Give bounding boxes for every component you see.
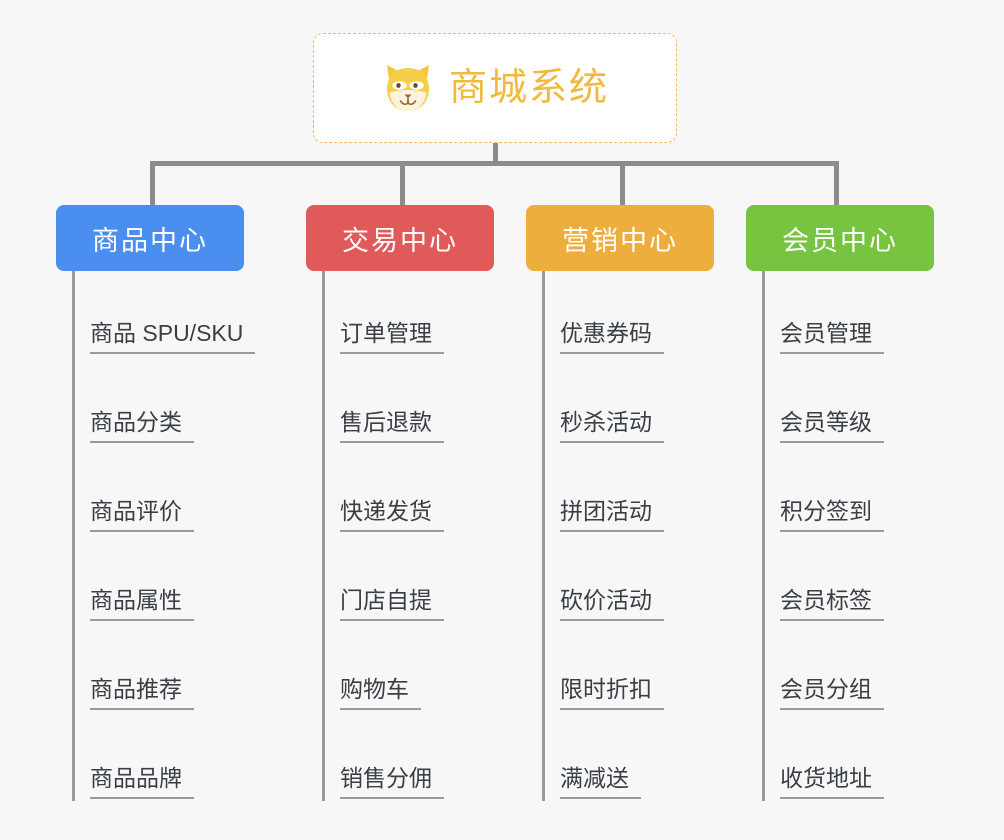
- item-label: 拼团活动: [560, 498, 664, 532]
- branch-column-product-center: 商品中心 商品 SPU/SKU 商品分类 商品评价 商品属性 商品推荐 商品品牌: [56, 205, 306, 805]
- item-label: 收货地址: [780, 765, 884, 799]
- item-label: 订单管理: [340, 320, 444, 354]
- list-item[interactable]: 售后退款: [306, 360, 526, 449]
- item-label: 购物车: [340, 676, 421, 710]
- list-item[interactable]: 商品分类: [56, 360, 306, 449]
- list-item[interactable]: 砍价活动: [526, 538, 746, 627]
- connector-drop-1: [150, 161, 155, 208]
- item-list-marketing-center: 优惠券码 秒杀活动 拼团活动 砍价活动 限时折扣 满减送: [526, 271, 746, 805]
- shiba-dog-icon: [381, 61, 435, 115]
- category-label: 交易中心: [342, 225, 458, 256]
- list-item[interactable]: 购物车: [306, 627, 526, 716]
- item-label: 会员分组: [780, 676, 884, 710]
- category-label: 会员中心: [782, 225, 898, 256]
- item-label: 会员标签: [780, 587, 884, 621]
- item-list-member-center: 会员管理 会员等级 积分签到 会员标签 会员分组 收货地址: [746, 271, 966, 805]
- branch-column-trade-center: 交易中心 订单管理 售后退款 快递发货 门店自提 购物车 销售分佣: [306, 205, 526, 805]
- item-label: 优惠券码: [560, 320, 664, 354]
- list-item[interactable]: 秒杀活动: [526, 360, 746, 449]
- item-label: 快递发货: [340, 498, 444, 532]
- item-label: 售后退款: [340, 409, 444, 443]
- list-item[interactable]: 收货地址: [746, 716, 966, 805]
- branch-column-member-center: 会员中心 会员管理 会员等级 积分签到 会员标签 会员分组 收货地址: [746, 205, 966, 805]
- list-item[interactable]: 限时折扣: [526, 627, 746, 716]
- category-label: 商品中心: [92, 225, 208, 256]
- list-item[interactable]: 会员管理: [746, 271, 966, 360]
- item-label: 商品 SPU/SKU: [90, 320, 256, 354]
- item-list-trade-center: 订单管理 售后退款 快递发货 门店自提 购物车 销售分佣: [306, 271, 526, 805]
- item-label: 满减送: [560, 765, 641, 799]
- connector-drop-4: [834, 161, 839, 208]
- category-label: 营销中心: [562, 225, 678, 256]
- list-item[interactable]: 拼团活动: [526, 449, 746, 538]
- root-node-商城系统[interactable]: 商城系统: [313, 33, 677, 143]
- list-item[interactable]: 优惠券码: [526, 271, 746, 360]
- item-label: 砍价活动: [560, 587, 664, 621]
- category-header-product-center[interactable]: 商品中心: [56, 205, 244, 271]
- item-label: 商品分类: [90, 409, 194, 443]
- list-item[interactable]: 商品评价: [56, 449, 306, 538]
- list-item[interactable]: 会员标签: [746, 538, 966, 627]
- list-item[interactable]: 满减送: [526, 716, 746, 805]
- connector-root-stem: [493, 143, 498, 164]
- root-title: 商城系统: [448, 67, 609, 109]
- list-item[interactable]: 门店自提: [306, 538, 526, 627]
- list-item[interactable]: 会员等级: [746, 360, 966, 449]
- item-list-product-center: 商品 SPU/SKU 商品分类 商品评价 商品属性 商品推荐 商品品牌: [56, 271, 306, 805]
- category-header-member-center[interactable]: 会员中心: [746, 205, 934, 271]
- item-label: 商品属性: [90, 587, 194, 621]
- list-item[interactable]: 会员分组: [746, 627, 966, 716]
- branch-column-marketing-center: 营销中心 优惠券码 秒杀活动 拼团活动 砍价活动 限时折扣 满减送: [526, 205, 746, 805]
- item-label: 商品推荐: [90, 676, 194, 710]
- list-item[interactable]: 快递发货: [306, 449, 526, 538]
- connector-drop-3: [620, 161, 625, 208]
- category-header-trade-center[interactable]: 交易中心: [306, 205, 494, 271]
- list-item[interactable]: 商品推荐: [56, 627, 306, 716]
- list-item[interactable]: 销售分佣: [306, 716, 526, 805]
- list-item[interactable]: 商品属性: [56, 538, 306, 627]
- item-label: 积分签到: [780, 498, 884, 532]
- item-label: 门店自提: [340, 587, 444, 621]
- list-item[interactable]: 商品品牌: [56, 716, 306, 805]
- category-header-marketing-center[interactable]: 营销中心: [526, 205, 714, 271]
- connector-horizontal-bus: [150, 161, 839, 166]
- item-label: 限时折扣: [560, 676, 664, 710]
- item-label: 商品评价: [90, 498, 194, 532]
- connector-drop-2: [400, 161, 405, 208]
- item-label: 销售分佣: [340, 765, 444, 799]
- item-label: 商品品牌: [90, 765, 194, 799]
- item-label: 会员管理: [780, 320, 884, 354]
- list-item[interactable]: 商品 SPU/SKU: [56, 271, 306, 360]
- list-item[interactable]: 订单管理: [306, 271, 526, 360]
- item-label: 会员等级: [780, 409, 884, 443]
- item-label: 秒杀活动: [560, 409, 664, 443]
- list-item[interactable]: 积分签到: [746, 449, 966, 538]
